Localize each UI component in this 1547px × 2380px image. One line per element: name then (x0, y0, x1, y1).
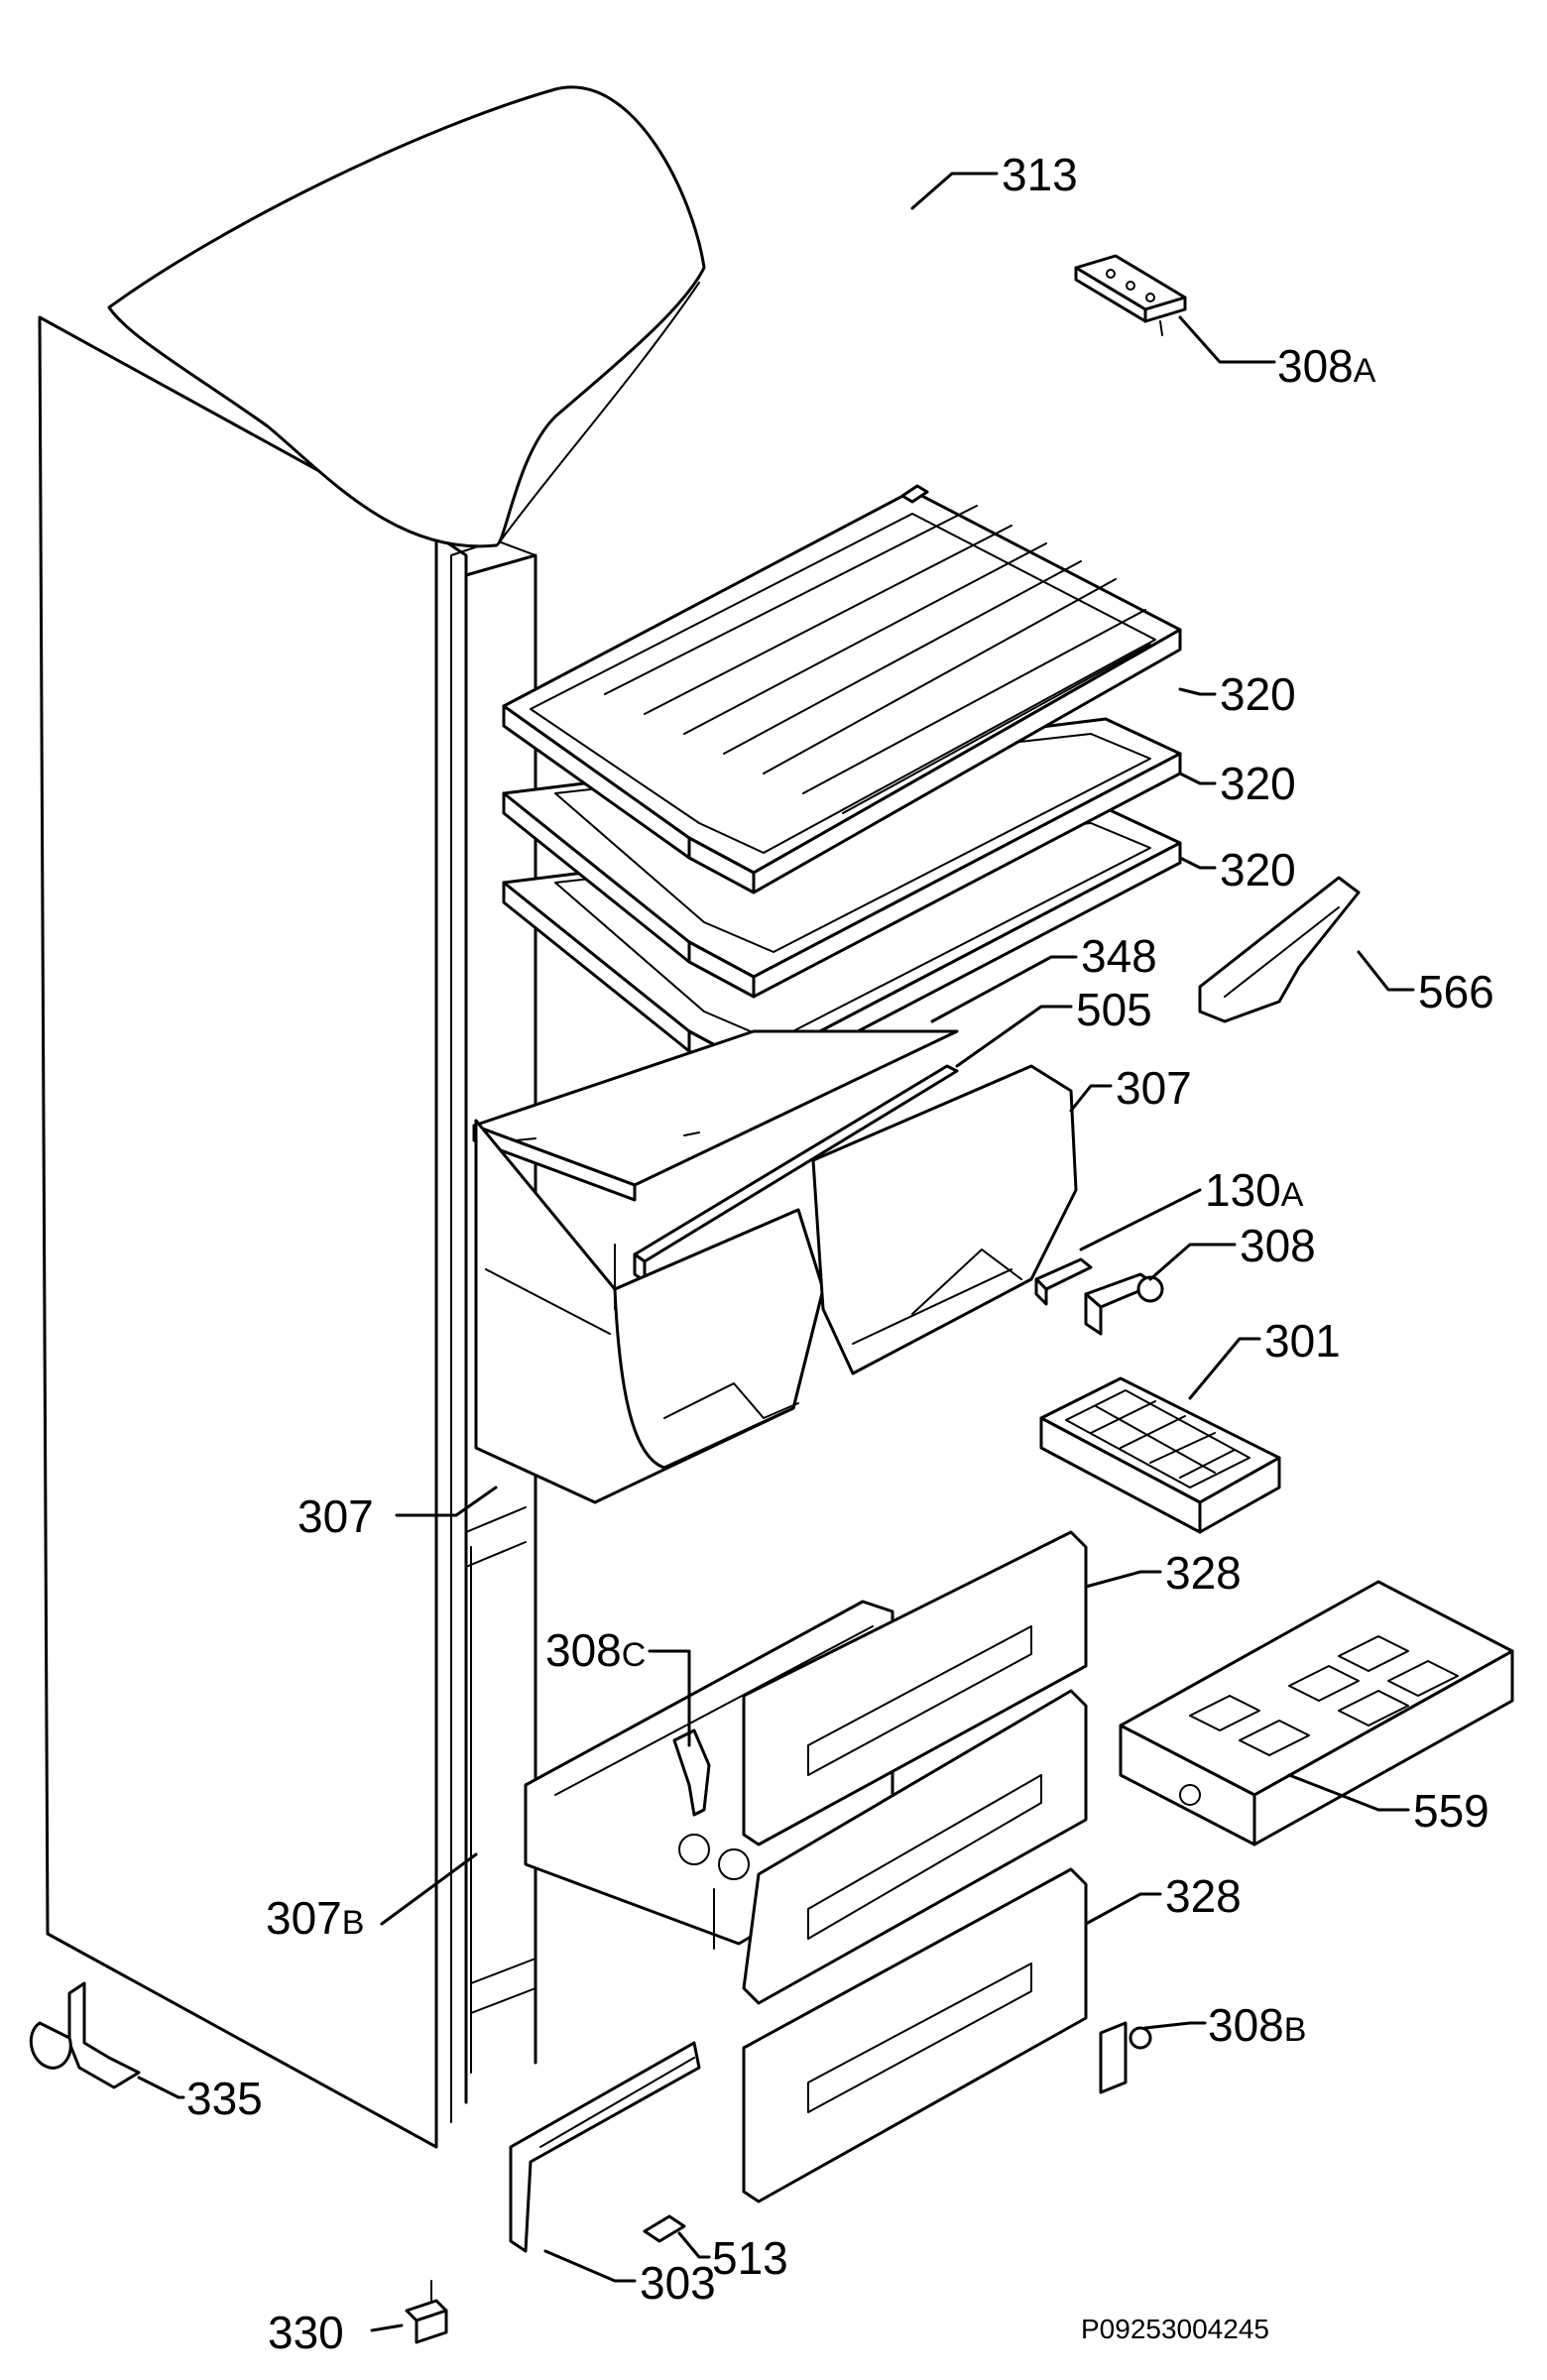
label-308: 308 (1240, 1220, 1316, 1271)
label-559: 559 (1413, 1785, 1489, 1837)
label-313: 313 (1002, 149, 1078, 200)
clip-513 (643, 2214, 686, 2243)
bracket-308c (672, 1728, 711, 1817)
crisper-drawer-307-right (811, 1064, 1078, 1375)
hinge-308a (1074, 254, 1187, 336)
shelf-348 (472, 1029, 959, 1202)
label-320-middle: 320 (1220, 758, 1296, 809)
foot-330 (405, 2280, 448, 2344)
label-130a: 130A (1205, 1164, 1304, 1216)
callout-labels: 313 308A 320 320 320 348 566 505 307 130… (186, 149, 1494, 2358)
label-328-top: 328 (1165, 1547, 1242, 1599)
kick-plate-303 (509, 2041, 701, 2253)
label-320-bottom: 320 (1220, 844, 1296, 895)
label-307b: 307B (266, 1892, 364, 1944)
top-cover-313 (107, 85, 706, 548)
freezer-drawer-328-mid (742, 1689, 1088, 2005)
shelf-320-top (502, 484, 1182, 894)
strip-505 (633, 1064, 959, 1283)
label-513: 513 (712, 2232, 788, 2284)
freezer-drawer-328-top (742, 1530, 1088, 1846)
cabinet-body (38, 315, 537, 2149)
label-348: 348 (1081, 930, 1157, 982)
label-301: 301 (1264, 1315, 1341, 1367)
label-307-lower: 307 (298, 1490, 374, 1542)
ice-tray-301 (1039, 1376, 1281, 1534)
label-303: 303 (640, 2257, 716, 2309)
part-130a (1034, 1257, 1093, 1306)
drawing-code: P09253004245 (1081, 2314, 1269, 2344)
label-308b: 308B (1208, 1999, 1306, 2051)
label-308a: 308A (1277, 340, 1376, 392)
label-335: 335 (186, 2073, 263, 2124)
leader-lines (137, 172, 1415, 2332)
freezer-drawer-328-bottom (742, 1867, 1088, 2203)
hinge-335 (29, 1981, 141, 2089)
bracket-566 (1198, 876, 1361, 1023)
hinge-308b (1099, 2021, 1152, 2094)
label-505: 505 (1076, 984, 1152, 1035)
label-330: 330 (268, 2307, 344, 2358)
label-566: 566 (1418, 966, 1494, 1017)
ice-pack-559 (1119, 1580, 1514, 1846)
crisper-drawer-307-left (474, 1119, 825, 1504)
label-307-upper: 307 (1116, 1062, 1192, 1114)
label-328-bottom: 328 (1165, 1870, 1242, 1922)
label-320-top: 320 (1220, 668, 1296, 720)
hinge-308 (1084, 1272, 1164, 1336)
label-308c: 308C (545, 1624, 646, 1676)
